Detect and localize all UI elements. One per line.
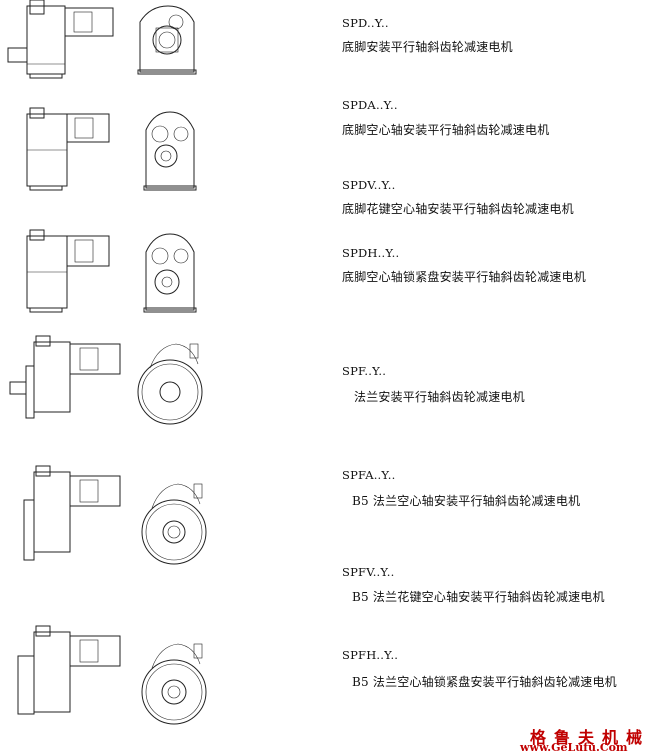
- variant-desc-spd: 底脚安装平行轴斜齿轮减速电机: [342, 40, 513, 54]
- drawing-spf: [9, 335, 203, 425]
- watermark-cn: 格鲁夫机械: [530, 728, 650, 747]
- drawing-spfh: [17, 625, 207, 725]
- variant-desc-spfv: B5 法兰花键空心轴安装平行轴斜齿轮减速电机: [352, 590, 605, 604]
- variant-code-spd: SPD..Y..: [342, 16, 389, 30]
- variant-desc-spda: 底脚空心轴安装平行轴斜齿轮减速电机: [342, 123, 550, 137]
- drawing-spdh: [26, 229, 197, 313]
- watermark-en: www.GeLufu.Com: [520, 741, 628, 754]
- variant-desc-spdv: 底脚花键空心轴安装平行轴斜齿轮减速电机: [342, 202, 574, 216]
- variant-desc-spdh: 底脚空心轴锁紧盘安装平行轴斜齿轮减速电机: [342, 270, 587, 284]
- variant-desc-spf: 法兰安装平行轴斜齿轮减速电机: [354, 390, 525, 404]
- drawing-spd: [7, 0, 197, 79]
- variant-code-spfh: SPFH..Y..: [342, 648, 399, 662]
- drawing-spfa: [23, 465, 207, 565]
- variant-code-spfa: SPFA..Y..: [342, 468, 396, 482]
- drawing-spda: [26, 107, 197, 191]
- variant-desc-spfa: B5 法兰空心轴安装平行轴斜齿轮减速电机: [352, 494, 581, 508]
- variant-code-spdv: SPDV..Y..: [342, 178, 396, 192]
- variant-code-spfv: SPFV..Y..: [342, 565, 395, 579]
- variant-code-spda: SPDA..Y..: [342, 98, 398, 112]
- variant-desc-spfh: B5 法兰空心轴锁紧盘安装平行轴斜齿轮减速电机: [352, 675, 617, 689]
- variant-code-spdh: SPDH..Y..: [342, 246, 400, 260]
- variant-code-spf: SPF..Y..: [342, 364, 387, 378]
